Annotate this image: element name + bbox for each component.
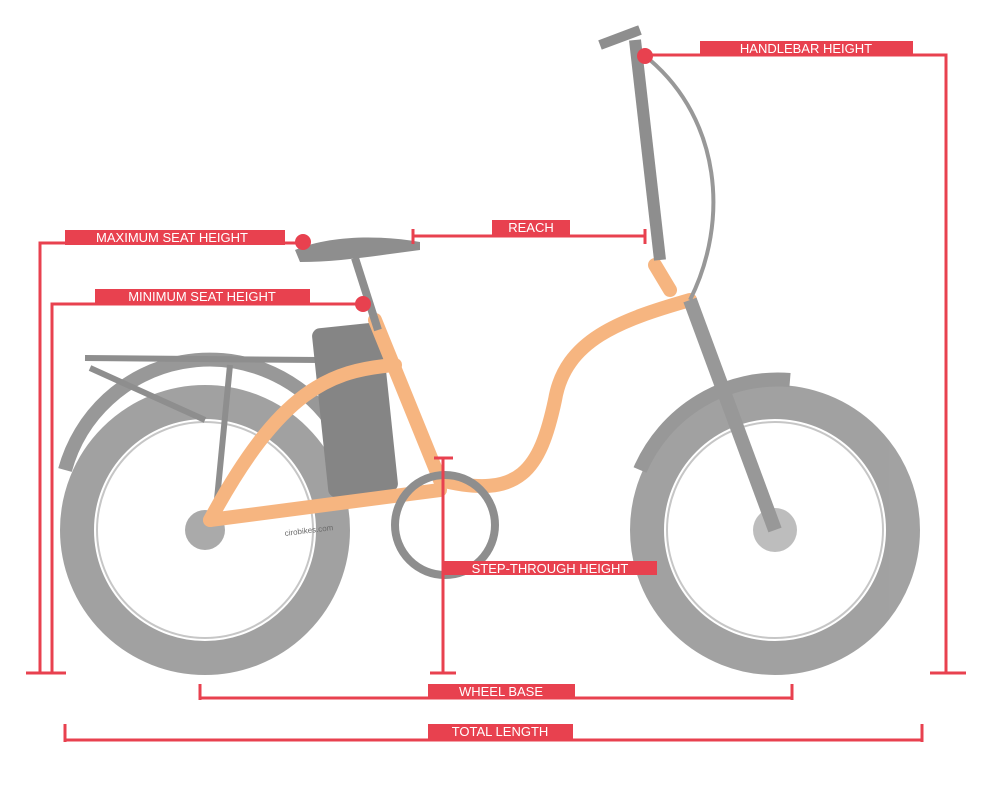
handlebar-stem bbox=[629, 39, 666, 261]
label-minimum-seat-height: MINIMUM SEAT HEIGHT bbox=[95, 289, 310, 304]
maximum-seat-point-marker bbox=[295, 234, 311, 250]
svg-text:HANDLEBAR HEIGHT: HANDLEBAR HEIGHT bbox=[740, 41, 872, 56]
measurement-lines bbox=[26, 53, 966, 742]
handlebar bbox=[598, 25, 642, 50]
total-length-line bbox=[63, 724, 924, 742]
svg-text:WHEEL BASE: WHEEL BASE bbox=[459, 684, 543, 699]
handlebar-height-line bbox=[645, 53, 966, 675]
label-step-through-height: STEP-THROUGH HEIGHT bbox=[443, 561, 657, 576]
svg-text:REACH: REACH bbox=[508, 220, 554, 235]
handlebar-point-marker bbox=[637, 48, 653, 64]
bike-illustration bbox=[58, 25, 920, 675]
label-maximum-seat-height: MAXIMUM SEAT HEIGHT bbox=[65, 230, 285, 245]
rear-wheel bbox=[60, 385, 350, 675]
label-wheel-base: WHEEL BASE bbox=[428, 684, 575, 699]
svg-text:MINIMUM SEAT HEIGHT: MINIMUM SEAT HEIGHT bbox=[128, 289, 276, 304]
bike-frame bbox=[203, 258, 697, 527]
front-fender bbox=[633, 372, 791, 473]
front-wheel bbox=[630, 385, 920, 675]
label-total-length: TOTAL LENGTH bbox=[428, 724, 573, 739]
svg-text:STEP-THROUGH HEIGHT: STEP-THROUGH HEIGHT bbox=[472, 561, 629, 576]
svg-text:MAXIMUM SEAT HEIGHT: MAXIMUM SEAT HEIGHT bbox=[96, 230, 248, 245]
reach-line bbox=[411, 229, 647, 244]
seatpost bbox=[351, 256, 382, 332]
label-handlebar-height: HANDLEBAR HEIGHT bbox=[700, 41, 913, 56]
label-reach: REACH bbox=[492, 220, 570, 235]
front-fork bbox=[683, 297, 782, 533]
saddle bbox=[295, 237, 420, 262]
cables bbox=[648, 58, 716, 301]
rear-fender bbox=[58, 352, 336, 472]
svg-text:TOTAL LENGTH: TOTAL LENGTH bbox=[452, 724, 549, 739]
minimum-seat-point-marker bbox=[355, 296, 371, 312]
